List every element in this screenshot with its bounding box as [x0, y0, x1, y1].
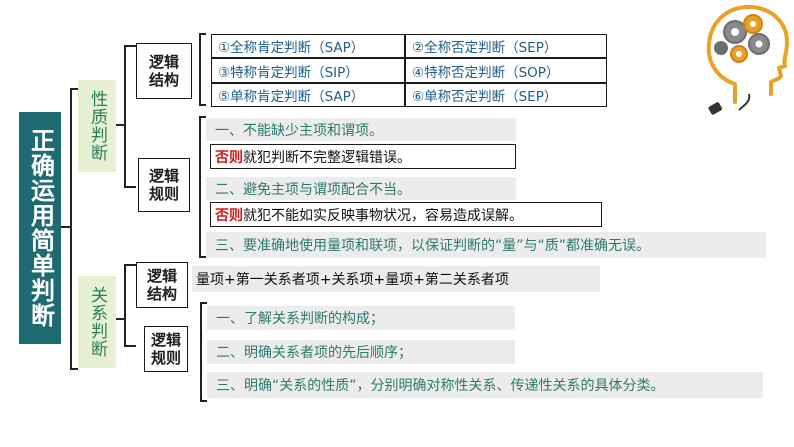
judgment-type: ⑤单称肯定判断（SAP） [211, 83, 405, 107]
bracket [200, 302, 202, 402]
relation-rules-box: 逻辑规则 [144, 326, 188, 372]
nature-rules-label: 逻辑规则 [148, 167, 179, 203]
rule-item: 一、了解关系判断的构成； [207, 306, 515, 330]
category-nature-label: 性质判断 [87, 90, 107, 162]
judgment-type: ①全称肯定判断（SAP） [211, 34, 405, 58]
nature-structure-box: 逻辑结构 [136, 43, 192, 99]
connector [124, 45, 126, 188]
bracket [199, 116, 201, 258]
rule-item: 一、不能缺少主项和谓项。 [206, 118, 516, 141]
category-relation-label: 关系判断 [87, 286, 107, 358]
relation-structure-label: 逻辑结构 [146, 267, 177, 303]
rule-item: 二、避免主项与谓项配合不当。 [206, 177, 516, 200]
category-nature: 性质判断 [78, 80, 116, 172]
connector [124, 345, 136, 347]
bracket [199, 33, 201, 106]
bracket [200, 400, 207, 402]
main-title: 正确运用简单判断 [26, 128, 55, 328]
connector [116, 124, 125, 126]
rule-item: 二、明确关系者项的先后顺序； [207, 340, 515, 364]
warning-keyword: 否则 [215, 149, 243, 166]
relation-structure-box: 逻辑结构 [136, 262, 188, 308]
connector [70, 368, 78, 370]
warning-note: 否则就犯判断不完整逻辑错误。 [210, 144, 516, 169]
connector [70, 88, 78, 90]
connector [124, 45, 136, 47]
bracket [199, 116, 206, 118]
judgment-type: ③特称肯定判断（SIP） [211, 58, 405, 83]
connector [124, 264, 136, 266]
bracket [199, 256, 206, 258]
judgment-type: ②全称否定判断（SEP） [405, 34, 607, 58]
bracket [199, 104, 206, 106]
category-relation: 关系判断 [78, 276, 116, 368]
relation-structure-formula: 量项+第一关系者项+关系项+量项+第二关系者项 [192, 266, 600, 292]
bracket [199, 33, 206, 35]
main-title-box: 正确运用简单判断 [19, 112, 61, 344]
judgment-type: ④特称否定判断（SOP） [405, 58, 607, 83]
warning-keyword: 否则 [215, 207, 243, 224]
relation-rules-label: 逻辑规则 [150, 331, 181, 367]
brain-gears-head-icon [706, 4, 789, 115]
connector [124, 186, 136, 188]
connector [116, 318, 125, 320]
rule-item: 三、明确“关系的性质”，分别明确对称性关系、传递性关系的具体分类。 [207, 372, 763, 398]
connector [70, 88, 72, 370]
nature-structure-label: 逻辑结构 [148, 53, 179, 89]
nature-rules-box: 逻辑规则 [138, 158, 190, 212]
warning-note: 否则就犯不能如实反映事物状况，容易造成误解。 [210, 202, 602, 227]
judgment-type: ⑥单称否定判断（SEP） [405, 83, 607, 107]
connector [61, 226, 71, 228]
rule-item: 三、要准确地使用量项和联项，以保证判断的“量”与“质”都准确无误。 [206, 232, 766, 258]
connector [124, 264, 126, 347]
bracket [200, 302, 207, 304]
